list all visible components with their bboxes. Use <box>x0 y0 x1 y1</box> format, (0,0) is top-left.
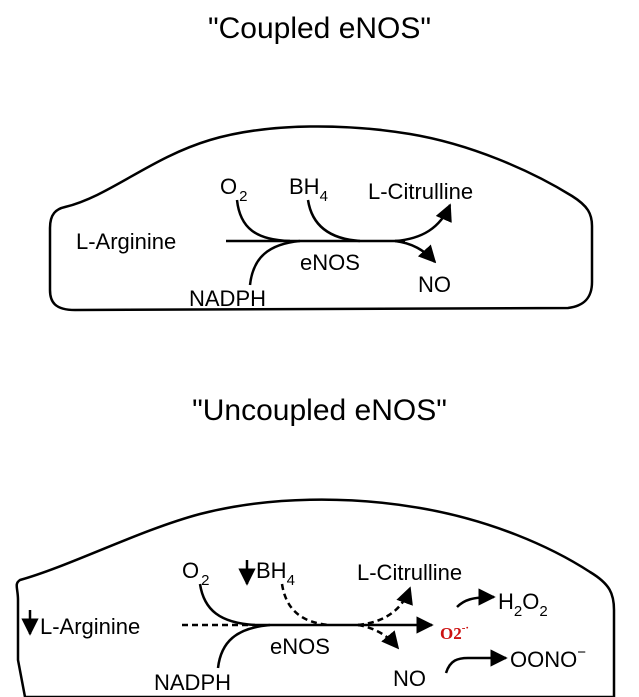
uncoupled-title: "Uncoupled eNOS" <box>192 394 447 427</box>
coupled-bh4-label: BH4 <box>289 174 328 205</box>
coupled-o2-curve <box>235 199 291 243</box>
coupled-nadph-curve <box>248 239 301 286</box>
coupled-citrulline-arrow <box>394 203 452 243</box>
coupled-arginine-label: L-Arginine <box>76 229 176 254</box>
coupled-no-arrow <box>394 239 437 264</box>
coupled-title: "Coupled eNOS" <box>207 12 432 45</box>
uncoupled-o2-curve <box>198 583 256 627</box>
coupled-no-label: NO <box>418 272 451 297</box>
uncoupled-nadph-curve <box>216 623 271 669</box>
uncoupled-bh4-label: BH4 <box>256 558 295 589</box>
peroxynitrite-arrow <box>444 649 508 674</box>
coupled-enos-label: eNOS <box>300 250 360 275</box>
coupled-cell-outline <box>48 125 594 312</box>
uncoupled-nadph-label: NADPH <box>154 670 231 695</box>
uncoupled-arginine-label: L-Arginine <box>40 614 140 639</box>
uncoupled-citrulline-dashed-arrow <box>357 586 413 627</box>
h2o2-arrow <box>456 588 496 608</box>
peroxynitrite-label: OONO− <box>510 644 586 672</box>
coupled-citrulline-label: L-Citrulline <box>368 179 473 204</box>
superoxide-label: O2-· <box>440 622 469 643</box>
h2o2-label: H2O2 <box>498 589 548 620</box>
uncoupled-citrulline-label: L-Citrulline <box>357 560 462 585</box>
uncoupled-enos-label: eNOS <box>270 634 330 659</box>
uncoupled-no-dashed-arrow <box>357 623 400 650</box>
uncoupled-no-label: NO <box>393 666 426 691</box>
coupled-nadph-label: NADPH <box>189 286 266 311</box>
coupled-bh4-curve <box>306 199 361 243</box>
uncoupled-cell-outline <box>15 498 616 697</box>
uncoupled-bh4-dashed-curve <box>280 583 331 627</box>
